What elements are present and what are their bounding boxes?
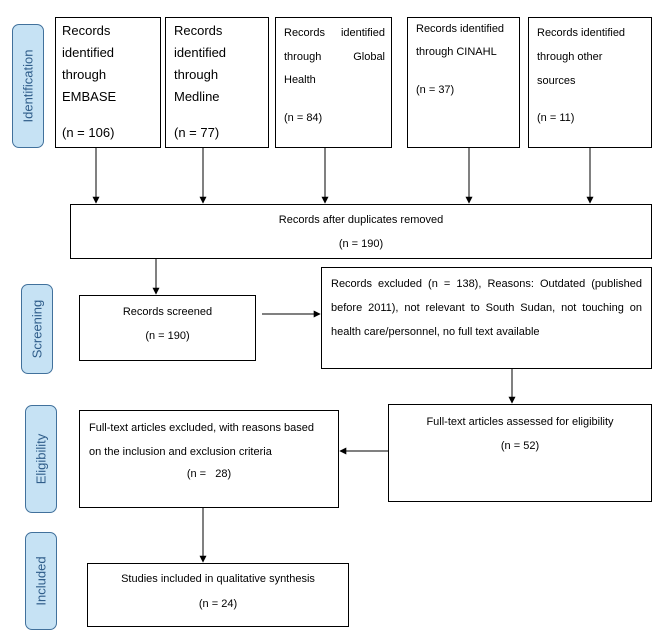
medline-line-3: through bbox=[174, 67, 219, 82]
medline-count: (n = 77) bbox=[174, 125, 220, 140]
global-health-line-2a: through bbox=[284, 51, 322, 63]
embase-line-4: EMBASE bbox=[62, 89, 117, 104]
other-line-1: Records identified bbox=[537, 27, 626, 39]
box-studies-included: Studies included in qualitative synthesi… bbox=[87, 563, 349, 627]
stage-screening: Screening bbox=[21, 284, 53, 374]
stage-included: Included bbox=[25, 532, 57, 630]
box-records-excluded: Records excluded (n = 138), Reasons: Out… bbox=[321, 267, 652, 369]
other-count: (n = 11) bbox=[537, 112, 575, 124]
global-health-line-2b: Global bbox=[353, 51, 385, 63]
fulltext-excluded-line-2: on the inclusion and exclusion criteria bbox=[89, 446, 272, 458]
box-records-screened: Records screened (n = 190) bbox=[79, 295, 256, 361]
box-cinahl: Records identified through CINAHL (n = 3… bbox=[407, 17, 520, 148]
records-screened-label: Records screened bbox=[122, 306, 213, 318]
cinahl-line-1: Records identified bbox=[416, 23, 505, 35]
box-fulltext-assessed: Full-text articles assessed for eligibil… bbox=[388, 404, 652, 502]
global-health-line-3: Health bbox=[284, 74, 316, 86]
medline-line-2: identified bbox=[174, 45, 227, 60]
duplicates-removed-label: Records after duplicates removed bbox=[278, 214, 444, 226]
embase-line-1: Records bbox=[62, 23, 111, 38]
embase-line-2: identified bbox=[62, 45, 115, 60]
embase-line-3: through bbox=[62, 67, 107, 82]
records-screened-count: (n = 190) bbox=[145, 330, 190, 342]
fulltext-excluded-count: (n = 28) bbox=[186, 468, 232, 480]
fulltext-excluded-line-1: Full-text articles excluded, with reason… bbox=[89, 422, 314, 434]
studies-included-label: Studies included in qualitative synthesi… bbox=[121, 573, 315, 585]
box-other-sources: Records identified through other sources… bbox=[528, 17, 652, 148]
stage-eligibility: Eligibility bbox=[25, 405, 57, 513]
records-excluded-line-1: Records excluded (n = 138), Reasons: Out… bbox=[331, 278, 642, 290]
other-line-3: sources bbox=[537, 75, 576, 87]
box-fulltext-excluded: Full-text articles excluded, with reason… bbox=[79, 410, 339, 508]
box-duplicates-removed: Records after duplicates removed (n = 19… bbox=[70, 204, 652, 259]
global-health-line-1a: Records bbox=[284, 27, 325, 39]
stage-identification: Identification bbox=[12, 24, 44, 148]
fulltext-assessed-label: Full-text articles assessed for eligibil… bbox=[426, 416, 614, 428]
box-global-health: Records identified through Global Health… bbox=[275, 17, 392, 148]
studies-included-count: (n = 24) bbox=[198, 598, 238, 610]
duplicates-removed-count: (n = 190) bbox=[338, 238, 384, 250]
box-embase: Records identified through EMBASE (n = 1… bbox=[55, 17, 161, 148]
medline-line-4: Medline bbox=[174, 89, 220, 104]
records-excluded-line-2: before 2011), not relevant to South Suda… bbox=[331, 302, 642, 314]
global-health-line-1b: identified bbox=[340, 27, 385, 39]
embase-count: (n = 106) bbox=[62, 125, 115, 140]
cinahl-count: (n = 37) bbox=[416, 84, 455, 96]
records-excluded-line-3: health care/personnel, no full text avai… bbox=[331, 326, 540, 338]
fulltext-assessed-count: (n = 52) bbox=[500, 440, 540, 452]
cinahl-line-2: through CINAHL bbox=[416, 46, 497, 58]
global-health-count: (n = 84) bbox=[284, 112, 323, 124]
other-line-2: through other bbox=[537, 51, 603, 63]
medline-line-1: Records bbox=[174, 23, 223, 38]
box-medline: Records identified through Medline (n = … bbox=[165, 17, 269, 148]
